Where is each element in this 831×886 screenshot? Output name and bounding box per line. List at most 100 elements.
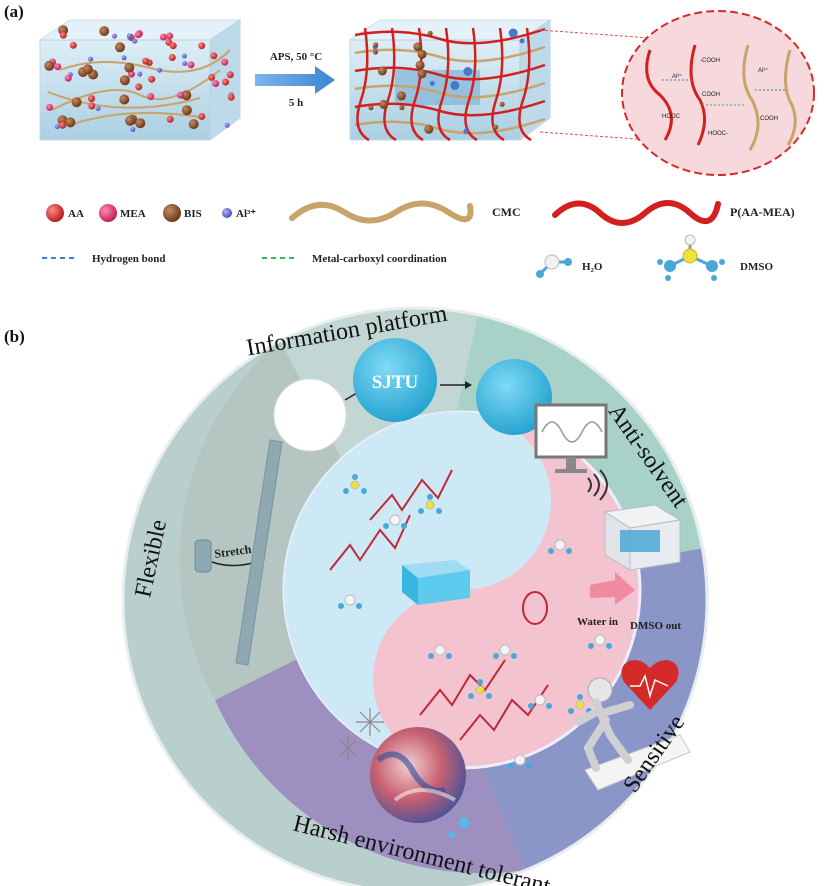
legend-aa-label: AA xyxy=(68,208,84,220)
monomer-particle xyxy=(166,115,174,123)
network-node xyxy=(379,99,389,109)
crosslink-chain xyxy=(356,27,370,142)
monomer-particle xyxy=(181,90,192,101)
legend-bis-label: BIS xyxy=(184,208,202,220)
inner-circle xyxy=(282,410,642,770)
monomer-particle xyxy=(69,41,77,49)
monomer-particle xyxy=(132,38,138,44)
network-node xyxy=(413,42,423,52)
h2o-icon xyxy=(536,254,572,278)
legend-mea-marker xyxy=(99,204,117,222)
legend-paa-label: P(AA-MEA) xyxy=(730,205,795,219)
monomer-particle xyxy=(65,117,76,128)
water-in-label: Water in xyxy=(577,616,618,628)
legend-aa-marker xyxy=(46,204,64,222)
dmso-icon xyxy=(657,234,725,281)
reaction-conditions: APS, 50 °C xyxy=(270,51,322,63)
legend-al-marker xyxy=(222,208,232,218)
wifi-icon xyxy=(587,469,608,501)
hydrogel-box xyxy=(348,19,552,141)
dmso-out-label: DMSO out xyxy=(630,620,681,632)
monomer-particle xyxy=(224,122,230,128)
snowflake-icon xyxy=(339,708,384,760)
monomer-particle xyxy=(135,83,143,91)
monomer-particle xyxy=(88,95,95,103)
monomer-particle xyxy=(121,55,127,61)
legend-hbond-label: Hydrogen bond xyxy=(92,253,165,265)
network-node xyxy=(450,80,460,90)
zoom-circle xyxy=(621,10,815,176)
monomer-particle xyxy=(124,62,135,73)
monomer-particle xyxy=(115,42,125,53)
monomer-particle xyxy=(44,60,55,71)
reaction-arrow xyxy=(255,66,335,94)
heart-icon xyxy=(621,660,679,710)
network-node xyxy=(499,101,505,107)
crosslink-chain xyxy=(437,27,451,142)
water-molecule xyxy=(528,694,552,709)
network-node xyxy=(424,124,434,134)
monomer-particle xyxy=(46,103,54,111)
legend xyxy=(42,200,725,281)
zoom-cooh-2: COOH xyxy=(702,92,720,98)
monomer-particle xyxy=(59,31,67,39)
polymer-network xyxy=(354,27,546,142)
crosslink-chain xyxy=(383,27,397,142)
legend-mea-label: MEA xyxy=(120,208,146,220)
zoom-cooh-3: COOH xyxy=(760,116,778,122)
dmso-molecule xyxy=(568,694,592,714)
crosslink-chain xyxy=(518,27,532,142)
zoom-al-1: Al³⁺ xyxy=(672,73,683,80)
monomer-particle xyxy=(210,52,218,60)
monomer-particle xyxy=(227,93,235,101)
precursor-box xyxy=(38,19,242,141)
water-molecule xyxy=(588,634,612,649)
dmso-molecule xyxy=(343,474,367,494)
monomer-particle xyxy=(157,67,162,73)
monomer-particle xyxy=(198,113,206,120)
zoom-hooc-2: HOOC- xyxy=(708,131,728,137)
network-node xyxy=(508,28,518,38)
sjtu-text: SJTU xyxy=(372,372,419,393)
network-node xyxy=(368,105,374,111)
figure-on-board-icon xyxy=(574,677,691,791)
monomer-particle xyxy=(142,57,150,65)
monomer-particle xyxy=(187,61,195,69)
globe-icon xyxy=(370,727,466,823)
zoom-line-bottom xyxy=(539,131,651,141)
gel-in-box-icon xyxy=(603,504,682,571)
monomer-particle xyxy=(135,118,146,129)
water-molecule xyxy=(383,514,407,529)
zoom-hooc: HOOC xyxy=(662,114,681,120)
monomer-particle xyxy=(112,33,117,39)
legend-paa-line xyxy=(552,200,721,226)
network-node xyxy=(493,124,499,130)
network-node xyxy=(396,91,406,101)
monomer-particle xyxy=(54,124,60,130)
reaction-time: 5 h xyxy=(289,97,303,109)
monomer-particle xyxy=(95,106,101,111)
monomer-particle xyxy=(82,64,93,75)
monomer-particle xyxy=(71,97,82,108)
stretch-label: Stretch xyxy=(213,542,252,561)
white-disk xyxy=(273,378,347,452)
monomer-particle xyxy=(119,75,130,86)
monomer-particle xyxy=(181,53,187,59)
legend-h2o-label: H₂O xyxy=(582,261,603,273)
water-molecule xyxy=(548,539,572,554)
water-molecule xyxy=(508,754,532,769)
network-node xyxy=(377,66,387,76)
monomer-particle xyxy=(222,78,229,86)
network-node xyxy=(373,49,378,55)
monomer-particle xyxy=(88,56,94,62)
monomer-particle xyxy=(188,119,199,130)
dmso-molecule xyxy=(468,679,492,699)
monomer-particle xyxy=(177,91,185,99)
monomer-particle xyxy=(169,42,177,50)
monomer-particle xyxy=(208,73,216,81)
crosslink-chain xyxy=(491,27,505,142)
monomer-particle xyxy=(221,58,229,66)
legend-al-label: Al³⁺ xyxy=(236,208,256,220)
